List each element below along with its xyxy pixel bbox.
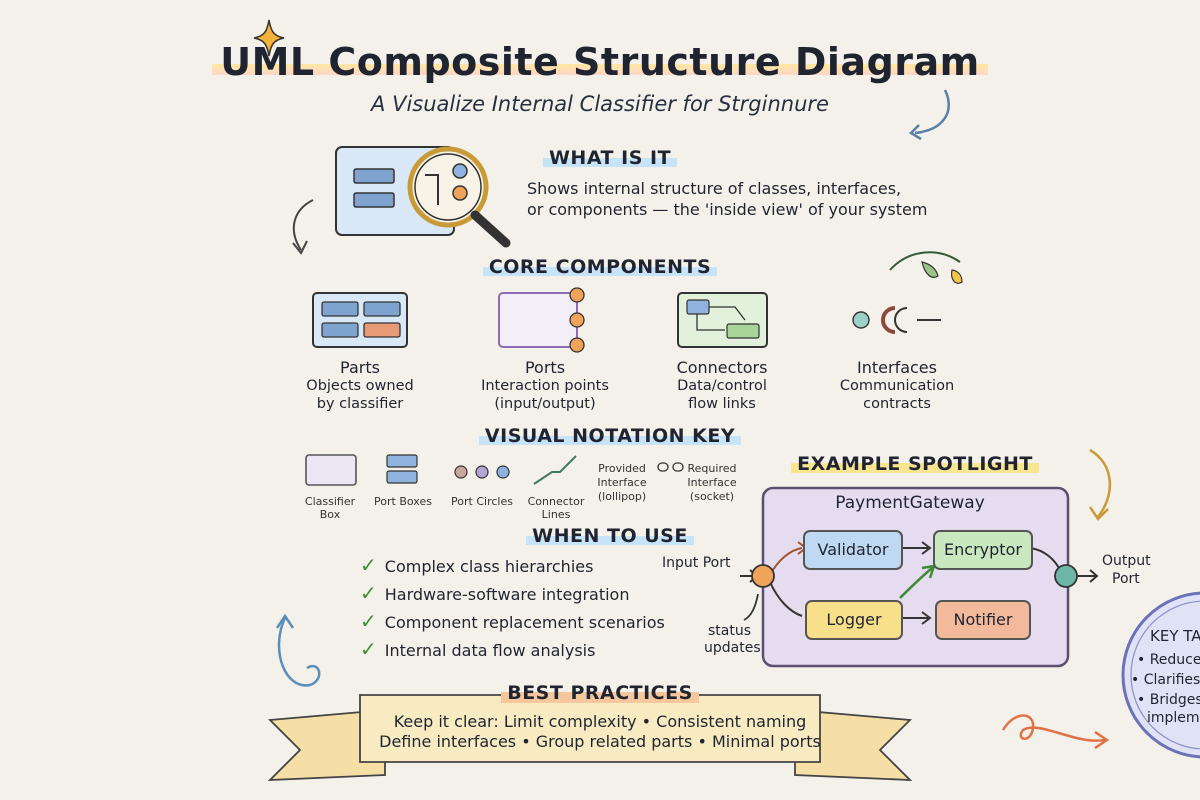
when-to-use-item: ✓Hardware-software integration [360,581,630,605]
check-icon: ✓ [360,553,377,577]
page-title: UML Composite Structure Diagram [0,40,1200,84]
key-classifier-label-2: Box [319,508,341,521]
connectors-icon [677,292,768,348]
interfaces-icon [852,306,941,334]
check-icon: ✓ [360,609,377,633]
example-spotlight-heading: EXAMPLE SPOTLIGHT [790,453,1040,475]
curly-arrow-icon [1001,714,1110,750]
what-is-it-heading: WHAT IS IT [520,147,700,169]
component-interfaces-desc-1: Communication [839,378,955,394]
validator-node: Validator [803,530,903,570]
input-port-label: Input Port [662,555,731,571]
component-parts-desc-2: by classifier [316,396,404,412]
port-circles-icon [454,465,510,479]
status-label-1: status [708,623,752,639]
encryptor-node: Encryptor [933,530,1033,570]
connector-lines-icon [533,455,577,485]
classifier-name: PaymentGateway [835,493,985,513]
when-to-use-item: ✓Complex class hierarchies [360,553,594,577]
key-classifier-label-1: Classifier [304,495,356,508]
classifier-box-icon [305,454,357,486]
leaf-doodle-icon [889,251,963,284]
curly-arrow-icon [1088,448,1111,521]
key-takeaway-item: • Reduces [1137,652,1200,668]
notation-key-heading: VISUAL NOTATION KEY [460,425,760,447]
magnifier-illustration-icon [335,146,511,248]
what-is-it-line-2: or components — the 'inside view' of you… [527,200,928,219]
key-takeaway-item: • Bridges [1137,692,1200,708]
parts-icon [312,292,408,348]
curly-arrow-icon [275,613,321,687]
key-takeaway-item: • Clarifies [1131,672,1200,688]
page-subtitle: A Visualize Internal Classifier for Strg… [371,92,829,116]
component-interfaces-desc-2: contracts [863,396,931,412]
what-is-it-line-1: Shows internal structure of classes, int… [527,179,902,198]
output-port-label-2: Port [1112,571,1140,587]
component-ports-desc-2: (input/output) [494,396,596,412]
key-connector-lines-label-1: Connector [527,495,585,508]
required-interface-icon [657,462,684,472]
best-practices-line-2: Define interfaces • Group related parts … [379,732,821,751]
status-label-2: updates [704,640,761,656]
key-connector-lines-label-2: Lines [541,508,571,521]
key-takeaways-circle [1121,591,1200,759]
key-port-boxes-label: Port Boxes [374,495,432,508]
key-provided-interface-label-1: Provided [598,462,646,475]
check-icon: ✓ [360,581,377,605]
best-practices-heading: BEST PRACTICES [490,682,710,704]
key-provided-interface-label-3: (lollipop) [597,490,647,503]
key-takeaways-heading: KEY TA [1150,627,1200,645]
component-parts-title: Parts [340,358,380,377]
curly-arrow-icon [908,89,950,141]
component-ports-desc-1: Interaction points [481,378,609,394]
output-port-label-1: Output [1102,553,1151,569]
when-to-use-heading: WHEN TO USE [500,525,720,547]
key-required-interface-label-2: Interface [687,476,737,489]
component-ports-title: Ports [524,358,566,377]
key-required-interface-label-3: (socket) [689,490,735,503]
ribbon-banner [267,694,913,781]
component-parts-desc-1: Objects owned [306,378,414,394]
key-provided-interface-label-2: Interface [597,476,647,489]
curly-arrow-icon [292,199,314,255]
component-interfaces-title: Interfaces [857,358,937,377]
when-to-use-item: ✓Component replacement scenarios [360,609,665,633]
key-required-interface-label-1: Required [687,462,737,475]
check-icon: ✓ [360,637,377,661]
component-connectors-desc-2: flow links [688,396,756,412]
ports-icon [498,287,585,353]
key-takeaway-item: implem [1147,710,1200,726]
when-to-use-item: ✓Internal data flow analysis [360,637,596,661]
core-components-heading: CORE COMPONENTS [470,256,730,278]
component-connectors-title: Connectors [676,358,768,377]
best-practices-line-1: Keep it clear: Limit complexity • Consis… [393,712,807,731]
component-connectors-desc-1: Data/control [677,378,767,394]
logger-node: Logger [805,600,903,640]
key-port-circles-label: Port Circles [451,495,513,508]
notifier-node: Notifier [935,600,1031,640]
port-boxes-icon [386,454,418,484]
